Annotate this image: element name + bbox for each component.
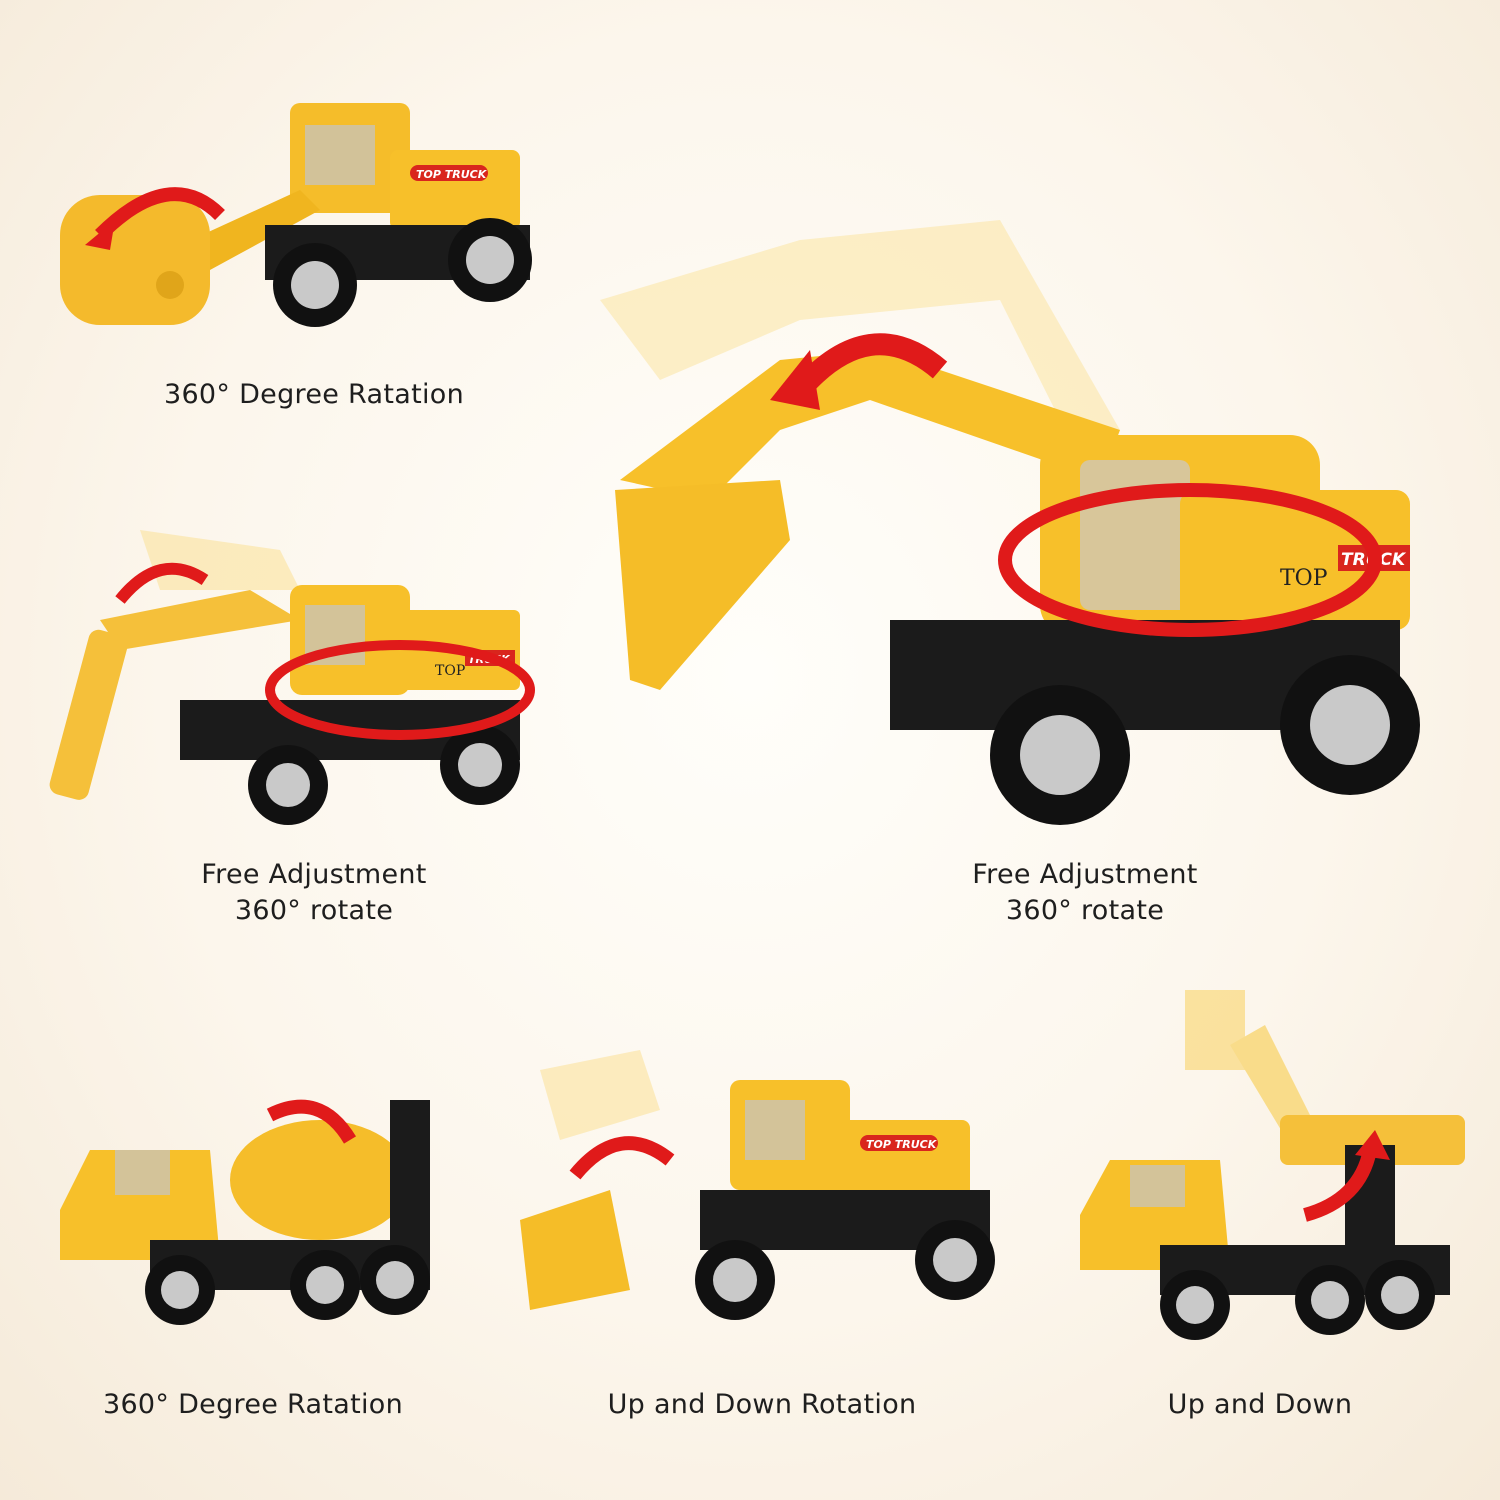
caption-line: 360° rotate: [1005, 895, 1165, 926]
caption-line: 360° rotate: [234, 895, 394, 926]
decal-top-truck: TOP TRUCK: [866, 1138, 938, 1151]
caption-line: Free Adjustment: [972, 859, 1198, 890]
front-loader-toy: TOP TRUCK: [520, 1050, 995, 1320]
rotation-arrow: [115, 562, 209, 604]
rotation-arrow: [569, 1136, 675, 1180]
caption-loader: Up and Down Rotation: [607, 1389, 917, 1420]
road-roller-toy: TOP TRUCK: [60, 103, 532, 327]
decal-top: TOP: [435, 663, 465, 679]
caption-large-excavator: Free Adjustment 360° rotate: [972, 857, 1197, 929]
caption-mixer: 360° Degree Ratation: [102, 1389, 404, 1420]
caption-small-excavator: Free Adjustment 360° rotate: [201, 857, 426, 929]
rotation-arrow: [266, 1099, 357, 1144]
rotation-arrow: [998, 483, 1382, 637]
caption-bucket-truck: Up and Down: [1167, 1389, 1353, 1420]
rotation-arrow: [265, 640, 535, 740]
cement-mixer-toy: [60, 1099, 430, 1325]
large-excavator-toy: TOP TRUCK: [600, 220, 1420, 825]
rotation-arrow: [1303, 1148, 1377, 1222]
caption-line: Free Adjustment: [201, 859, 427, 890]
caption-roller: 360° Degree Ratation: [163, 379, 465, 410]
decal-top-truck: TOP TRUCK: [416, 168, 488, 181]
bucket-truck-toy: [1080, 990, 1465, 1340]
rotation-arrow: [791, 333, 948, 398]
rotation-arrow: [95, 187, 225, 240]
decal-top: TOP: [1280, 566, 1328, 591]
small-excavator-toy: TOP TRUCK: [49, 530, 535, 825]
